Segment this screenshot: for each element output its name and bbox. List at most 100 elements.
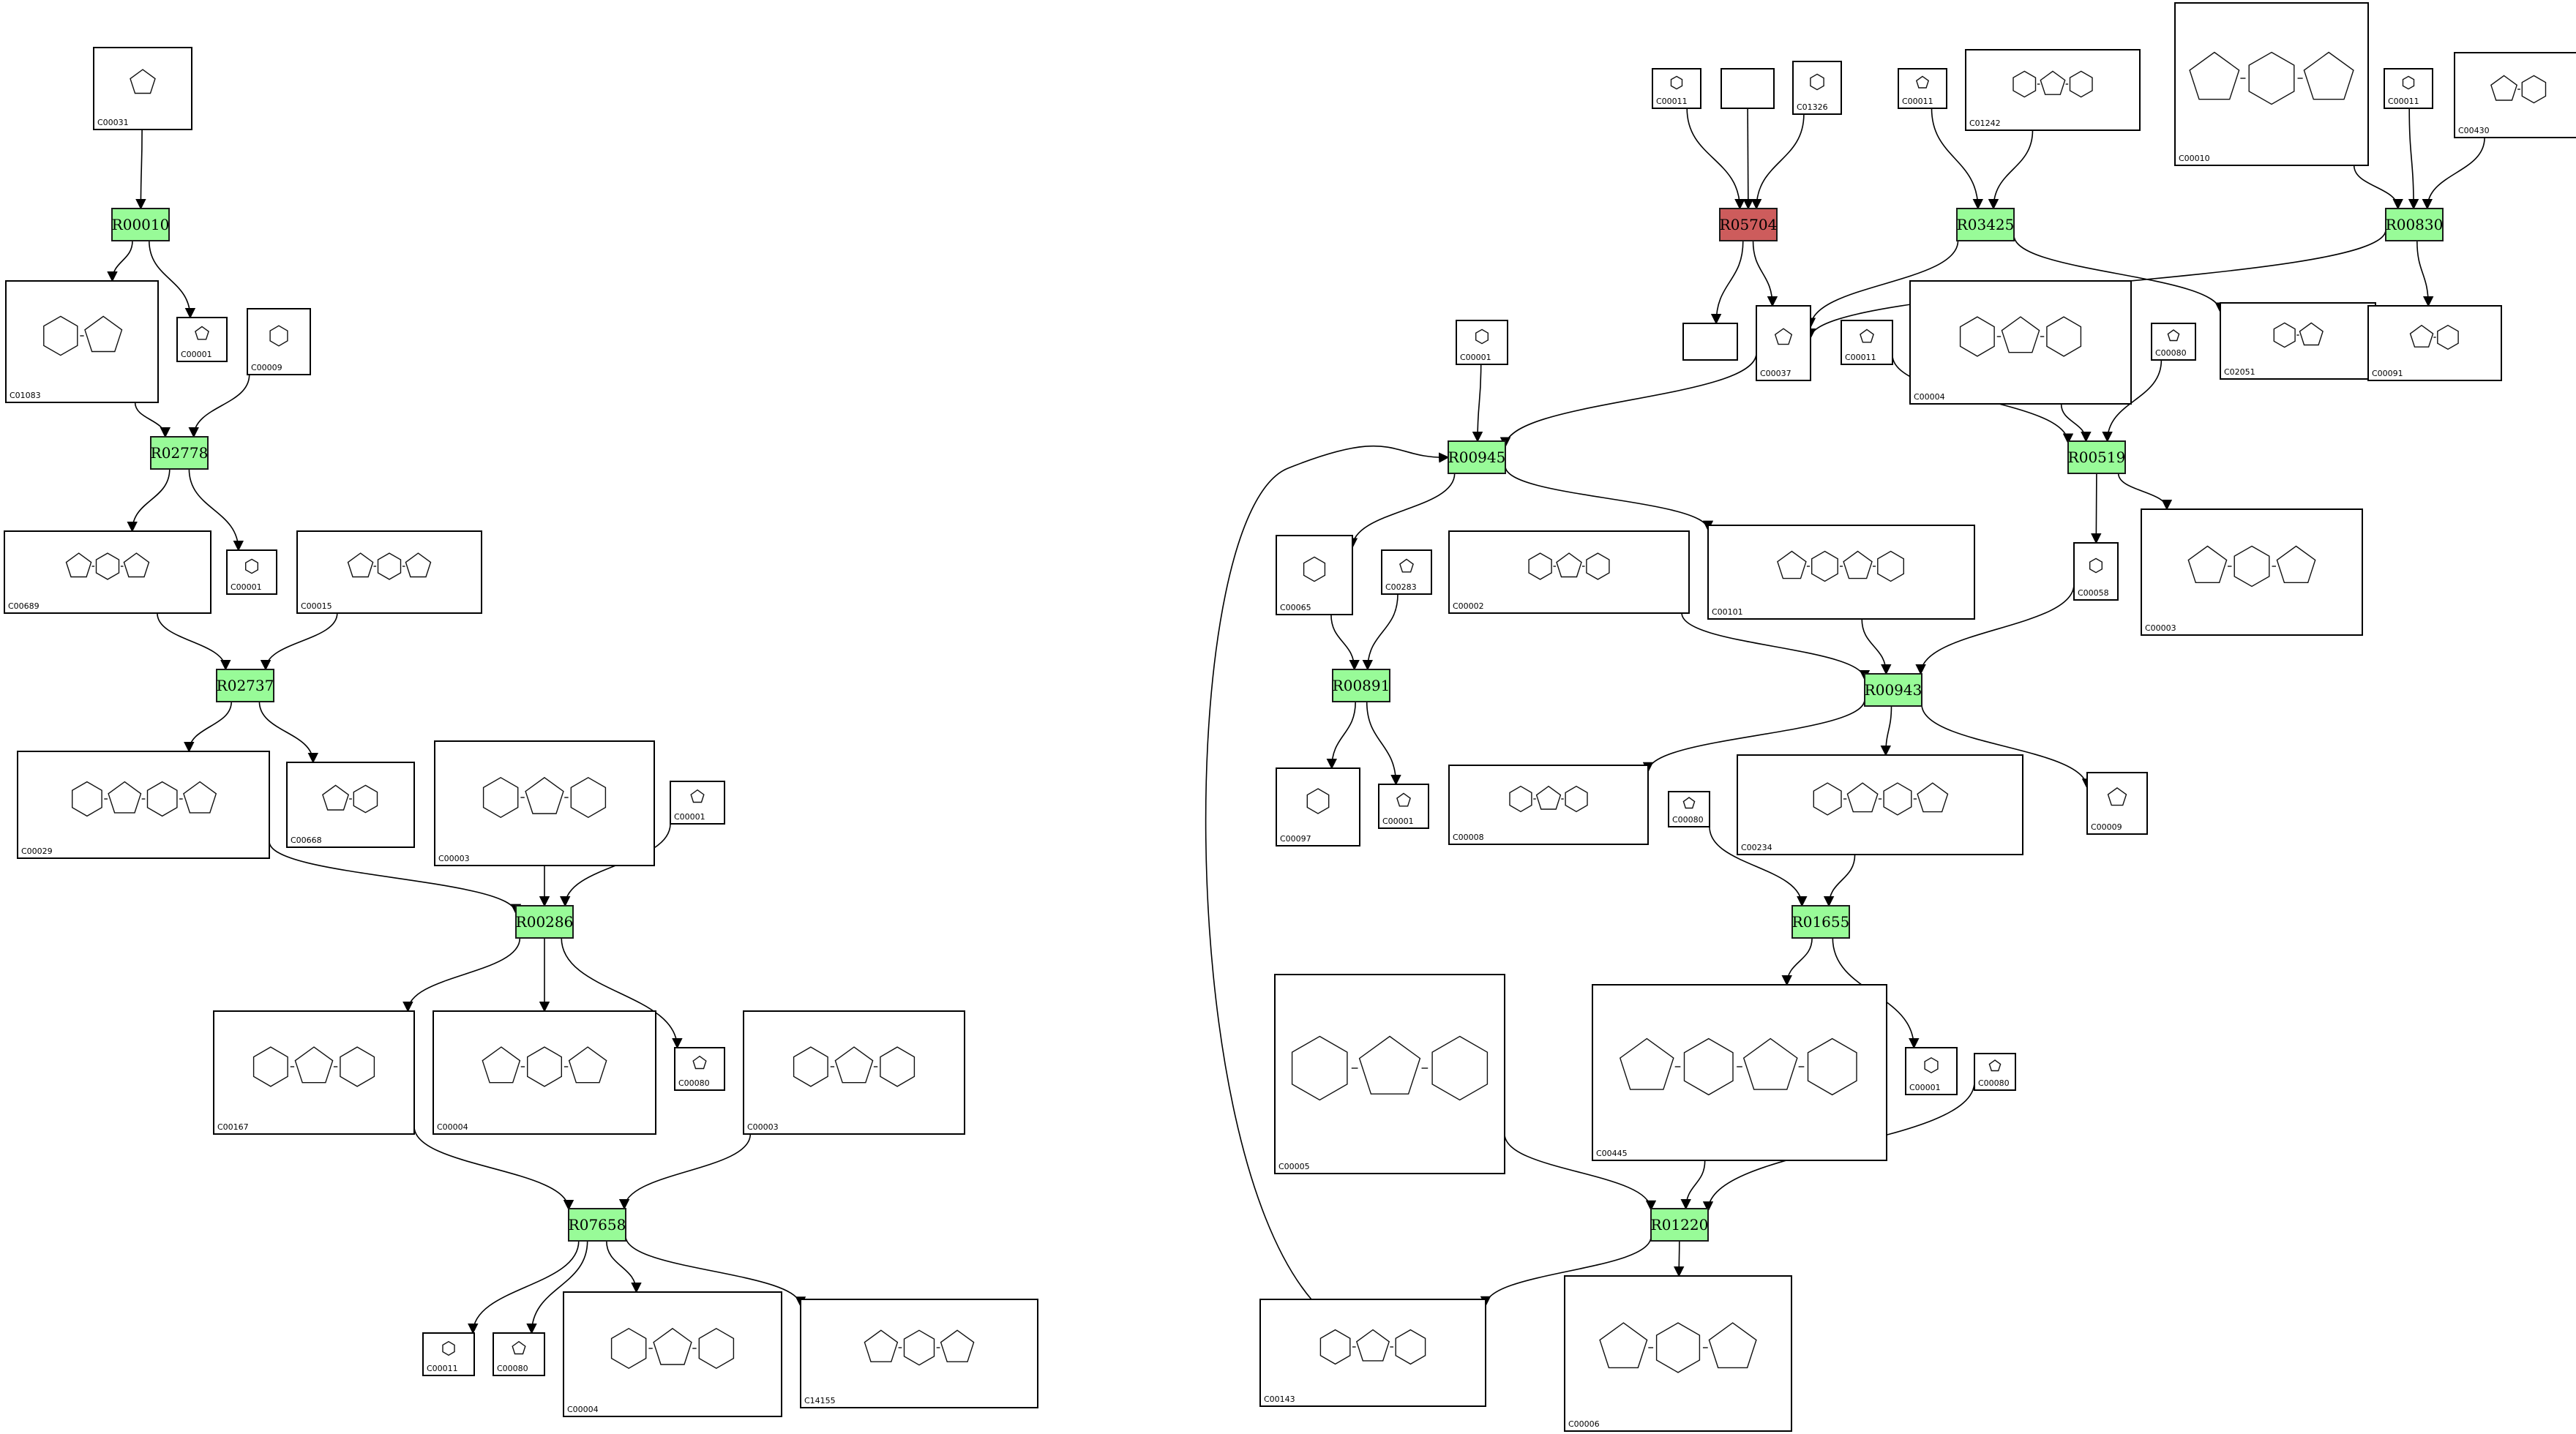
compound-id-label: C00029 [21,846,53,856]
nodes-layer: C00031C01083C00001C00009C00689C00001C000… [4,2,2576,1432]
molecule-ring [1655,1322,1701,1373]
compound-box [743,1010,965,1135]
molecule-ring [2490,75,2518,101]
compound-node-c00011_a[interactable]: C00011 [422,1332,475,1376]
compound-node-c00689[interactable]: C00689 [4,530,211,614]
compound-id-label: C00065 [1280,603,1311,612]
compound-node-c00001_c[interactable]: C00001 [670,781,725,825]
compound-node-c01242[interactable]: C01242 [1965,49,2141,131]
compound-node-c00004_a[interactable]: C00004 [433,1010,656,1135]
reaction-node-r00286[interactable]: R00286 [515,905,574,939]
compound-node-c00001_b[interactable]: C00001 [226,549,277,595]
reaction-node-r05704[interactable]: R05704 [1719,208,1778,241]
compound-node-c00029[interactable]: C00029 [17,751,270,859]
compound-node-c00003_b[interactable]: C00003 [743,1010,965,1135]
compound-node-c00015[interactable]: C00015 [296,530,482,614]
molecule-ring [322,784,350,811]
edge-c00001_d-to-R00945 [1472,364,1483,443]
compound-node-c00143[interactable]: C00143 [1259,1299,1486,1407]
compound-node-c00011_d[interactable]: C00011 [2384,68,2433,109]
compound-node-c00080_c[interactable]: C00080 [2151,323,2196,361]
reaction-id-label: R00891 [1333,677,1390,694]
compound-node-c02051[interactable]: C02051 [2220,302,2376,380]
compound-node-c00065[interactable]: C00065 [1276,535,1353,615]
compound-box [1652,68,1701,109]
molecule-ring [84,315,123,353]
compound-node-c01326[interactable]: C01326 [1792,61,1842,115]
compound-node-c00004_b[interactable]: C00004 [563,1291,782,1417]
compound-node-c00097[interactable]: C00097 [1276,767,1360,846]
compound-node-c00005[interactable]: C00005 [1274,974,1505,1174]
compound-node-c00445[interactable]: C00445 [1592,984,1887,1161]
reaction-id-label: R00519 [2068,448,2126,466]
edge-c00234-to-R01655 [1823,854,1856,907]
compound-node-c00058[interactable]: C00058 [2073,542,2119,601]
molecule-ring [568,1046,607,1084]
edge-c00445-to-R01220 [1680,1160,1706,1210]
reaction-node-r01655[interactable]: R01655 [1791,905,1850,939]
compound-box [5,280,159,403]
compound-node-c00080_b[interactable]: C00080 [493,1332,545,1376]
reaction-node-r03425[interactable]: R03425 [1956,208,2015,241]
compound-node-c00011_c[interactable]: C00011 [1898,68,1947,109]
compound-box [1564,1275,1792,1432]
compound-node-c00001_a[interactable]: C00001 [176,317,228,362]
compound-node-c01083[interactable]: C01083 [5,280,159,403]
reaction-node-r07658[interactable]: R07658 [568,1208,626,1242]
compound-node-c00009_b[interactable]: C00009 [2086,772,2148,835]
compound-id-label: C00001 [1460,353,1491,362]
compound-node-c00011_b[interactable]: C00011 [1652,68,1701,109]
compound-node-c00006[interactable]: C00006 [1564,1275,1792,1432]
molecule-ring [1813,782,1842,816]
edge-c00058-to-R00943 [1915,584,2075,675]
reaction-node-r00010[interactable]: R00010 [111,208,170,241]
compound-node-c00430[interactable]: C00430 [2454,52,2576,138]
reaction-node-r02778[interactable]: R02778 [150,436,209,470]
compound-node-c00001_d[interactable]: C00001 [1456,320,1508,365]
molecule-ring [252,1046,288,1087]
compound-node-c00010[interactable]: C00010 [2174,2,2369,166]
compound-node-c00004_c[interactable]: C00004 [1909,280,2132,405]
reaction-node-r01220[interactable]: R01220 [1650,1208,1709,1242]
reaction-node-r02737[interactable]: R02737 [216,669,274,702]
reaction-node-r00943[interactable]: R00943 [1864,673,1922,707]
compound-node-c00009_a[interactable]: C00009 [247,308,311,375]
compound-node-c00008[interactable]: C00008 [1448,765,1649,845]
reaction-box [515,905,574,939]
compound-node-c00001_e[interactable]: C00001 [1378,784,1429,829]
compound-node-c00003_a[interactable]: C00003 [434,740,655,866]
compound-node-c00037[interactable]: C00037 [1756,305,1811,381]
edge-R00891-to-c00001_e [1366,701,1401,786]
reaction-node-r00519[interactable]: R00519 [2067,440,2126,474]
compound-id-label: C00689 [8,601,40,611]
edge-c01242-to-R03425 [1988,129,2034,210]
compound-node-blank_b[interactable] [1682,323,1738,361]
edge-R01655-to-c00445 [1781,937,1813,986]
compound-box [1909,280,2132,405]
reaction-node-r00891[interactable]: R00891 [1332,669,1390,702]
compound-node-c00001_f[interactable]: C00001 [1905,1047,1958,1095]
compound-node-c00003_c[interactable]: C00003 [2141,508,2363,636]
compound-node-c00002[interactable]: C00002 [1448,530,1690,614]
molecule-ring [1777,550,1807,579]
compound-node-c00080_d[interactable]: C00080 [1668,791,1710,827]
molecule-ring [2248,51,2295,105]
edge-R02778-to-c00689 [127,468,171,533]
compound-node-c00031[interactable]: C00031 [93,47,192,130]
compound-node-blank_a[interactable] [1721,68,1775,109]
compound-node-c00668[interactable]: C00668 [286,762,415,848]
compound-node-c00080_e[interactable]: C00080 [1974,1053,2016,1091]
reaction-node-r00830[interactable]: R00830 [2385,208,2444,241]
compound-node-c00080_a[interactable]: C00080 [674,1047,725,1091]
reaction-id-label: R00945 [1448,448,1506,466]
reaction-node-r00945[interactable]: R00945 [1448,440,1506,474]
compound-node-c00101[interactable]: C00101 [1707,525,1975,620]
compound-id-label: C00001 [1909,1083,1941,1092]
compound-node-c00091[interactable]: C00091 [2367,305,2502,381]
edge-c00015-to-R02737 [260,612,338,671]
compound-node-c00011_e[interactable]: C00011 [1841,320,1893,365]
compound-node-c00167[interactable]: C00167 [213,1010,415,1135]
compound-node-c14155[interactable]: C14155 [800,1299,1038,1408]
compound-node-c00234[interactable]: C00234 [1737,754,2023,855]
compound-node-c00283[interactable]: C00283 [1381,549,1432,595]
